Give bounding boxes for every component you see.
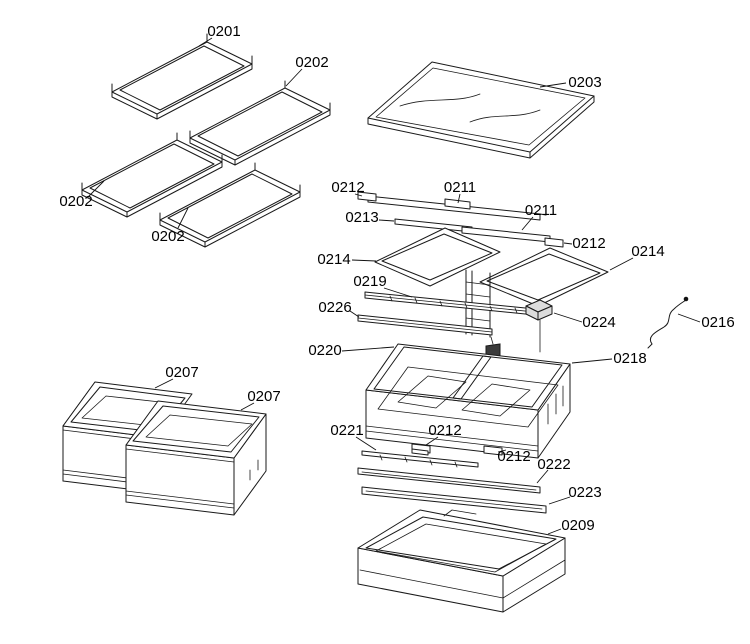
- part-label-0212-c: 0212: [428, 422, 461, 439]
- glass-shelf-1: [111, 33, 253, 120]
- rail-end-clip-right: [544, 237, 564, 248]
- part-label-0216: 0216: [701, 314, 734, 331]
- part-label-0203: 0203: [568, 74, 601, 91]
- part-label-0214-b: 0214: [631, 243, 664, 260]
- part-label-0223: 0223: [568, 484, 601, 501]
- damper-unit: [525, 299, 553, 353]
- part-label-0207-b: 0207: [247, 388, 280, 405]
- part-labels: 0201 0202 0203 0202 0202 0212 0211 0211 …: [59, 23, 734, 534]
- lower-rail: [361, 448, 479, 468]
- grid-panel-left: [374, 227, 501, 287]
- glass-shelf-3: [81, 132, 223, 218]
- part-label-0220: 0220: [308, 342, 341, 359]
- part-label-0221: 0221: [330, 422, 363, 439]
- part-label-0218: 0218: [613, 350, 646, 367]
- part-label-0226: 0226: [318, 299, 351, 316]
- grid-hatch-area: [381, 233, 493, 281]
- part-label-0219: 0219: [353, 273, 386, 290]
- part-label-0214-a: 0214: [317, 251, 350, 268]
- part-label-0212-b: 0212: [572, 235, 605, 252]
- grid-panel-right: [479, 247, 609, 307]
- lower-clip-right: [483, 445, 503, 456]
- glass-shelf-2: [189, 80, 331, 166]
- tube: [647, 296, 689, 349]
- bottom-tray: [357, 509, 566, 613]
- part-label-0224: 0224: [582, 314, 615, 331]
- center-rail: [394, 218, 473, 233]
- grid-hatch-area: [486, 253, 601, 301]
- tray-rib-area: [375, 523, 547, 573]
- part-label-0212-a: 0212: [331, 179, 364, 196]
- leader-lines: [87, 37, 701, 535]
- top-cover-panel: [367, 61, 595, 159]
- part-label-0202-a: 0202: [295, 54, 328, 71]
- lower-slat-rear: [361, 486, 547, 514]
- glass-shelf-4: [159, 162, 301, 248]
- drawer-housing: [365, 343, 571, 459]
- part-label-0202-c: 0202: [151, 228, 184, 245]
- lower-slat-front: [357, 467, 541, 494]
- upper-rail-rear: [461, 226, 551, 243]
- part-label-0211-a: 0211: [444, 179, 476, 196]
- upper-rail-front: [367, 195, 547, 221]
- part-label-0211-b: 0211: [525, 202, 557, 219]
- part-label-0209: 0209: [561, 517, 594, 534]
- center-divider: [452, 355, 492, 400]
- rail-end-clip-left: [357, 191, 377, 202]
- part-label-0201: 0201: [207, 23, 240, 40]
- part-label-0207-a: 0207: [165, 364, 198, 381]
- slide-rail-lower: [357, 314, 493, 336]
- part-label-0212-d: 0212: [497, 448, 530, 465]
- part-label-0202-b: 0202: [59, 193, 92, 210]
- part-label-0213: 0213: [345, 209, 378, 226]
- drawer-bin-right: [125, 400, 267, 516]
- part-label-0222: 0222: [537, 456, 570, 473]
